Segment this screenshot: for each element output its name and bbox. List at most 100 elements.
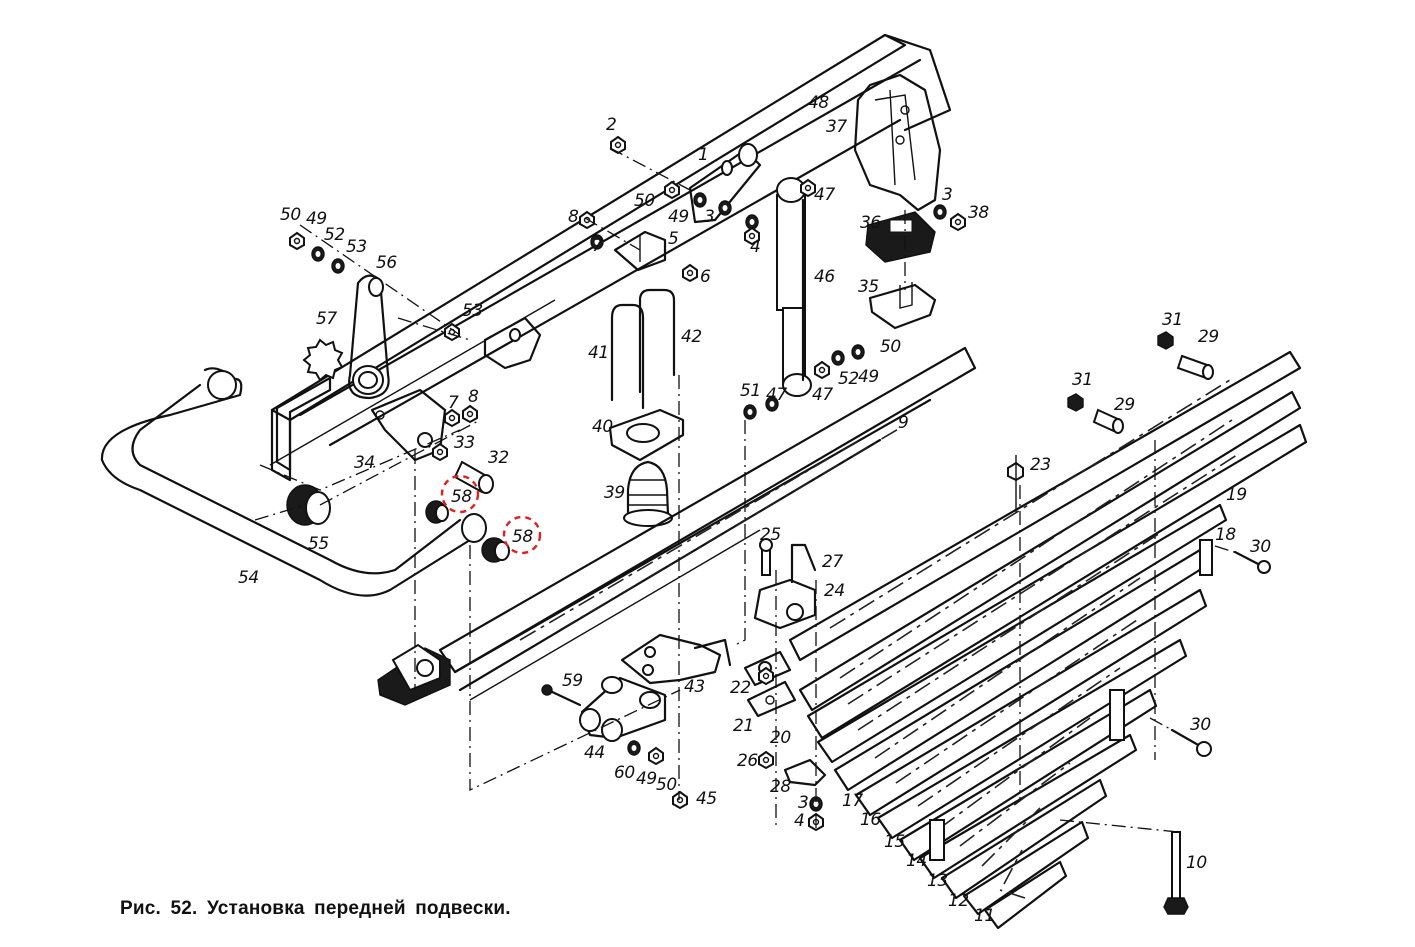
nut <box>744 226 760 246</box>
callout-47: 47 <box>766 385 787 405</box>
rear-shackle-bracket <box>620 633 732 685</box>
nut-hole <box>804 184 812 192</box>
nut <box>289 231 305 251</box>
callout-41: 41 <box>588 343 609 363</box>
callout-21: 21 <box>733 716 754 736</box>
callout-55: 55 <box>308 534 329 554</box>
callout-3: 3 <box>704 207 714 227</box>
leaf-shading <box>839 419 1233 679</box>
callout-15: 15 <box>884 832 905 852</box>
callout-6: 6 <box>700 267 711 287</box>
callout-56: 56 <box>376 253 397 273</box>
spring-leaf <box>854 588 1208 817</box>
spring-leaf <box>962 820 1090 916</box>
shock-absorber <box>776 177 812 397</box>
callout-26: 26 <box>737 751 758 771</box>
callout-27: 27 <box>822 552 843 572</box>
nut <box>800 178 816 198</box>
spring-clamp <box>753 543 817 630</box>
callout-45: 45 <box>696 789 717 809</box>
nut <box>950 212 966 232</box>
callout-19: 19 <box>1226 485 1247 505</box>
washer-hole <box>747 409 753 415</box>
nut <box>758 666 774 686</box>
nut <box>444 408 460 428</box>
callout-53: 53 <box>346 237 367 257</box>
washer-hole <box>835 355 841 361</box>
callout-49: 49 <box>668 207 689 227</box>
callout-34: 34 <box>354 453 375 473</box>
nut-hole <box>436 448 444 456</box>
callout-47: 47 <box>812 385 833 405</box>
leaf-clip <box>929 819 945 861</box>
callout-7: 7 <box>592 236 603 256</box>
callout-52: 52 <box>324 225 345 245</box>
bump-stop <box>623 460 673 527</box>
leaf-clip <box>1109 689 1125 741</box>
spring-leaf <box>788 350 1302 662</box>
nut-hole <box>686 269 694 277</box>
spring-leaf <box>876 638 1188 840</box>
callout-50: 50 <box>656 775 677 795</box>
leaf-shading <box>939 717 1091 829</box>
nut-hole <box>818 366 826 374</box>
nut <box>432 442 448 462</box>
leaf-clip <box>1199 539 1213 576</box>
highlight-markers <box>440 474 542 555</box>
callout-18: 18 <box>1215 525 1236 545</box>
nut-hole <box>676 796 684 804</box>
nut <box>462 404 478 424</box>
nut-hole <box>762 672 770 680</box>
callout-57: 57 <box>316 309 337 329</box>
washer-hole <box>937 209 943 215</box>
frame-rail <box>269 33 952 482</box>
rebound-clip <box>783 758 827 787</box>
callout-10: 10 <box>1186 853 1207 873</box>
callout-1: 1 <box>698 145 708 165</box>
callout-29: 29 <box>1114 395 1135 415</box>
clamp-plates <box>743 650 797 718</box>
u-bolts <box>610 288 676 410</box>
callout-4: 4 <box>794 811 804 831</box>
callout-22: 22 <box>730 678 751 698</box>
callout-35: 35 <box>858 277 879 297</box>
star-washer <box>302 338 344 382</box>
callout-31: 31 <box>1162 310 1183 330</box>
leaf-shading <box>1003 849 1023 885</box>
nut <box>758 750 774 770</box>
callout-44: 44 <box>584 743 605 763</box>
spring-pad-plate <box>608 408 685 462</box>
callout-38: 38 <box>968 203 989 223</box>
callout-8: 8 <box>468 387 479 407</box>
bushings-29 <box>1092 354 1214 434</box>
shackle-bolt <box>541 684 582 707</box>
assembly-lines <box>254 147 1238 833</box>
callout-16: 16 <box>860 810 881 830</box>
callout-46: 46 <box>814 267 835 287</box>
leaf-shading <box>857 532 1161 731</box>
nut <box>672 790 688 810</box>
fasteners <box>289 135 966 832</box>
callout-3: 3 <box>798 793 808 813</box>
callout-49: 49 <box>858 367 879 387</box>
nut-hole <box>466 410 474 418</box>
bracket-5 <box>613 230 667 272</box>
callout-59: 59 <box>562 671 583 691</box>
nut-23 <box>1007 455 1024 512</box>
nut-hole <box>748 232 756 240</box>
spring-leaf <box>816 503 1228 764</box>
callout-13: 13 <box>927 871 948 891</box>
callout-3: 3 <box>942 185 952 205</box>
spring-shackle <box>579 676 667 742</box>
callout-47: 47 <box>814 185 835 205</box>
nuts-31 <box>1067 331 1174 412</box>
callout-28: 28 <box>770 777 791 797</box>
callout-32: 32 <box>488 448 509 468</box>
nut <box>664 180 680 200</box>
callout-4: 4 <box>750 237 760 257</box>
spring-leaf <box>898 688 1158 862</box>
spring-leaf <box>806 423 1308 740</box>
callout-48: 48 <box>808 93 829 113</box>
